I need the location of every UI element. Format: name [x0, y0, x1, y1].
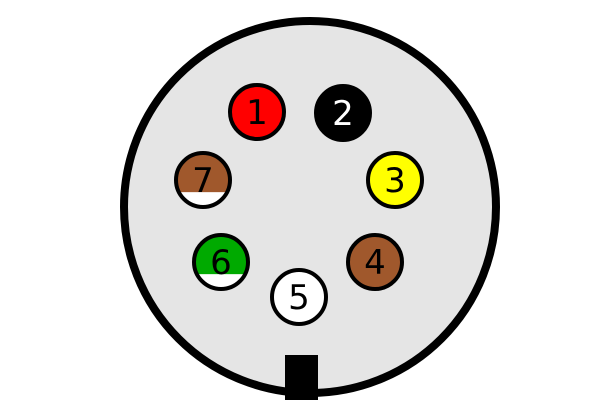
pin-label: 1 — [246, 93, 268, 133]
pin-outline — [192, 233, 250, 291]
pin-label: 4 — [364, 243, 386, 283]
pin-outline — [366, 151, 424, 209]
pin-label: 6 — [210, 243, 232, 283]
pin-fill — [272, 270, 326, 324]
pin-outline — [270, 268, 328, 326]
connector-key-notch — [285, 355, 318, 400]
pin-5: 5 — [270, 268, 328, 326]
pin-fill — [316, 86, 370, 140]
pin-4: 4 — [346, 233, 404, 291]
pin-outline — [346, 233, 404, 291]
connector-body — [120, 17, 500, 397]
pin-6: 6 — [192, 233, 250, 291]
pin-3: 3 — [366, 151, 424, 209]
pin-fill — [368, 153, 422, 207]
pin-2: 2 — [314, 84, 372, 142]
pin-label: 3 — [384, 161, 406, 201]
pin-1: 1 — [228, 83, 286, 141]
pin-label: 7 — [192, 161, 214, 201]
pin-7: 7 — [174, 151, 232, 209]
pin-fill — [348, 235, 402, 289]
pin-outline — [314, 84, 372, 142]
pin-label: 2 — [332, 94, 354, 134]
pin-label: 5 — [288, 278, 310, 318]
pin-outline — [174, 151, 232, 209]
pin-outline — [228, 83, 286, 141]
pin-fill — [230, 85, 284, 139]
